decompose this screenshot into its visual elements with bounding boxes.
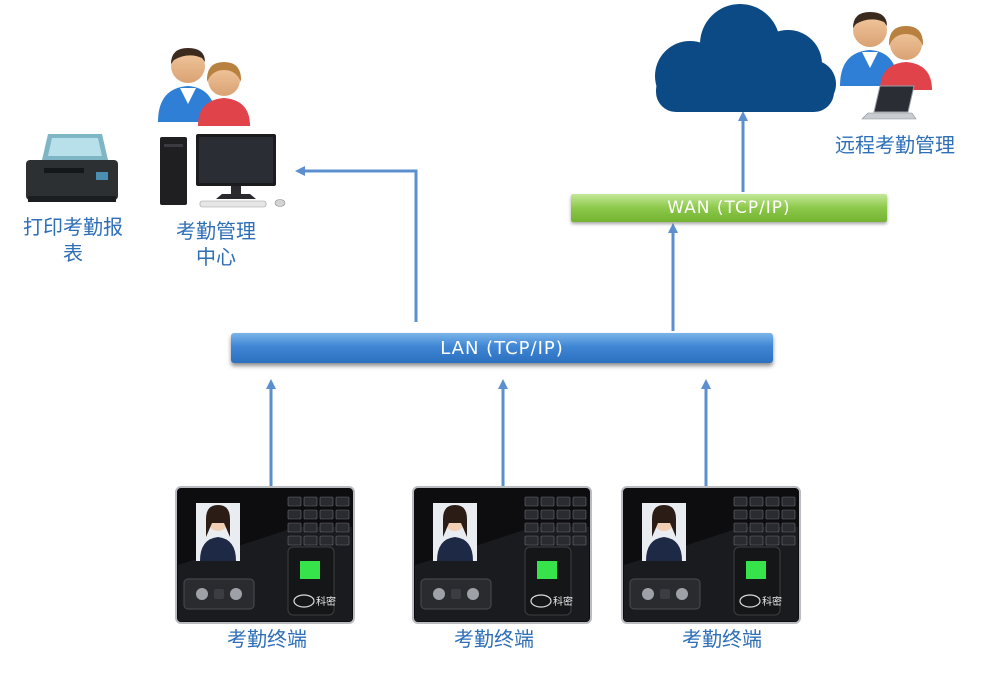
terminal-brand: 科密 [762, 595, 782, 608]
remote-users-icon [840, 12, 932, 90]
users-icon [158, 48, 250, 126]
laptop-icon [861, 85, 917, 120]
attendance-terminal-3: 科密 [621, 486, 801, 624]
management-center-label: 考勤管理 中心 [168, 218, 264, 270]
terminal-label-3: 考勤终端 [682, 627, 762, 651]
arrow-lan-to-management [295, 166, 418, 322]
wan-bar: WAN (TCP/IP) [571, 194, 887, 222]
wan-label: WAN (TCP/IP) [667, 198, 791, 218]
management-center-line-1: 考勤管理 [176, 219, 256, 243]
terminal-brand: 科密 [553, 595, 573, 608]
remote-management-label: 远程考勤管理 [835, 133, 955, 157]
connection-arrows [266, 111, 748, 487]
print-report-label: 打印考勤报表 [23, 215, 123, 265]
attendance-terminal-1: 科密 [175, 486, 355, 624]
management-center-line-2: 中心 [196, 245, 236, 269]
lan-label: LAN (TCP/IP) [440, 337, 564, 359]
lan-bar: LAN (TCP/IP) [231, 333, 773, 363]
desktop-computer-icon [160, 134, 286, 208]
printer-icon [26, 134, 118, 202]
terminal-brand: 科密 [316, 595, 336, 608]
terminal-label-1: 考勤终端 [227, 627, 307, 651]
attendance-terminal-2: 科密 [412, 486, 592, 624]
cloud-icon [655, 4, 836, 112]
terminal-label-2: 考勤终端 [454, 627, 534, 651]
